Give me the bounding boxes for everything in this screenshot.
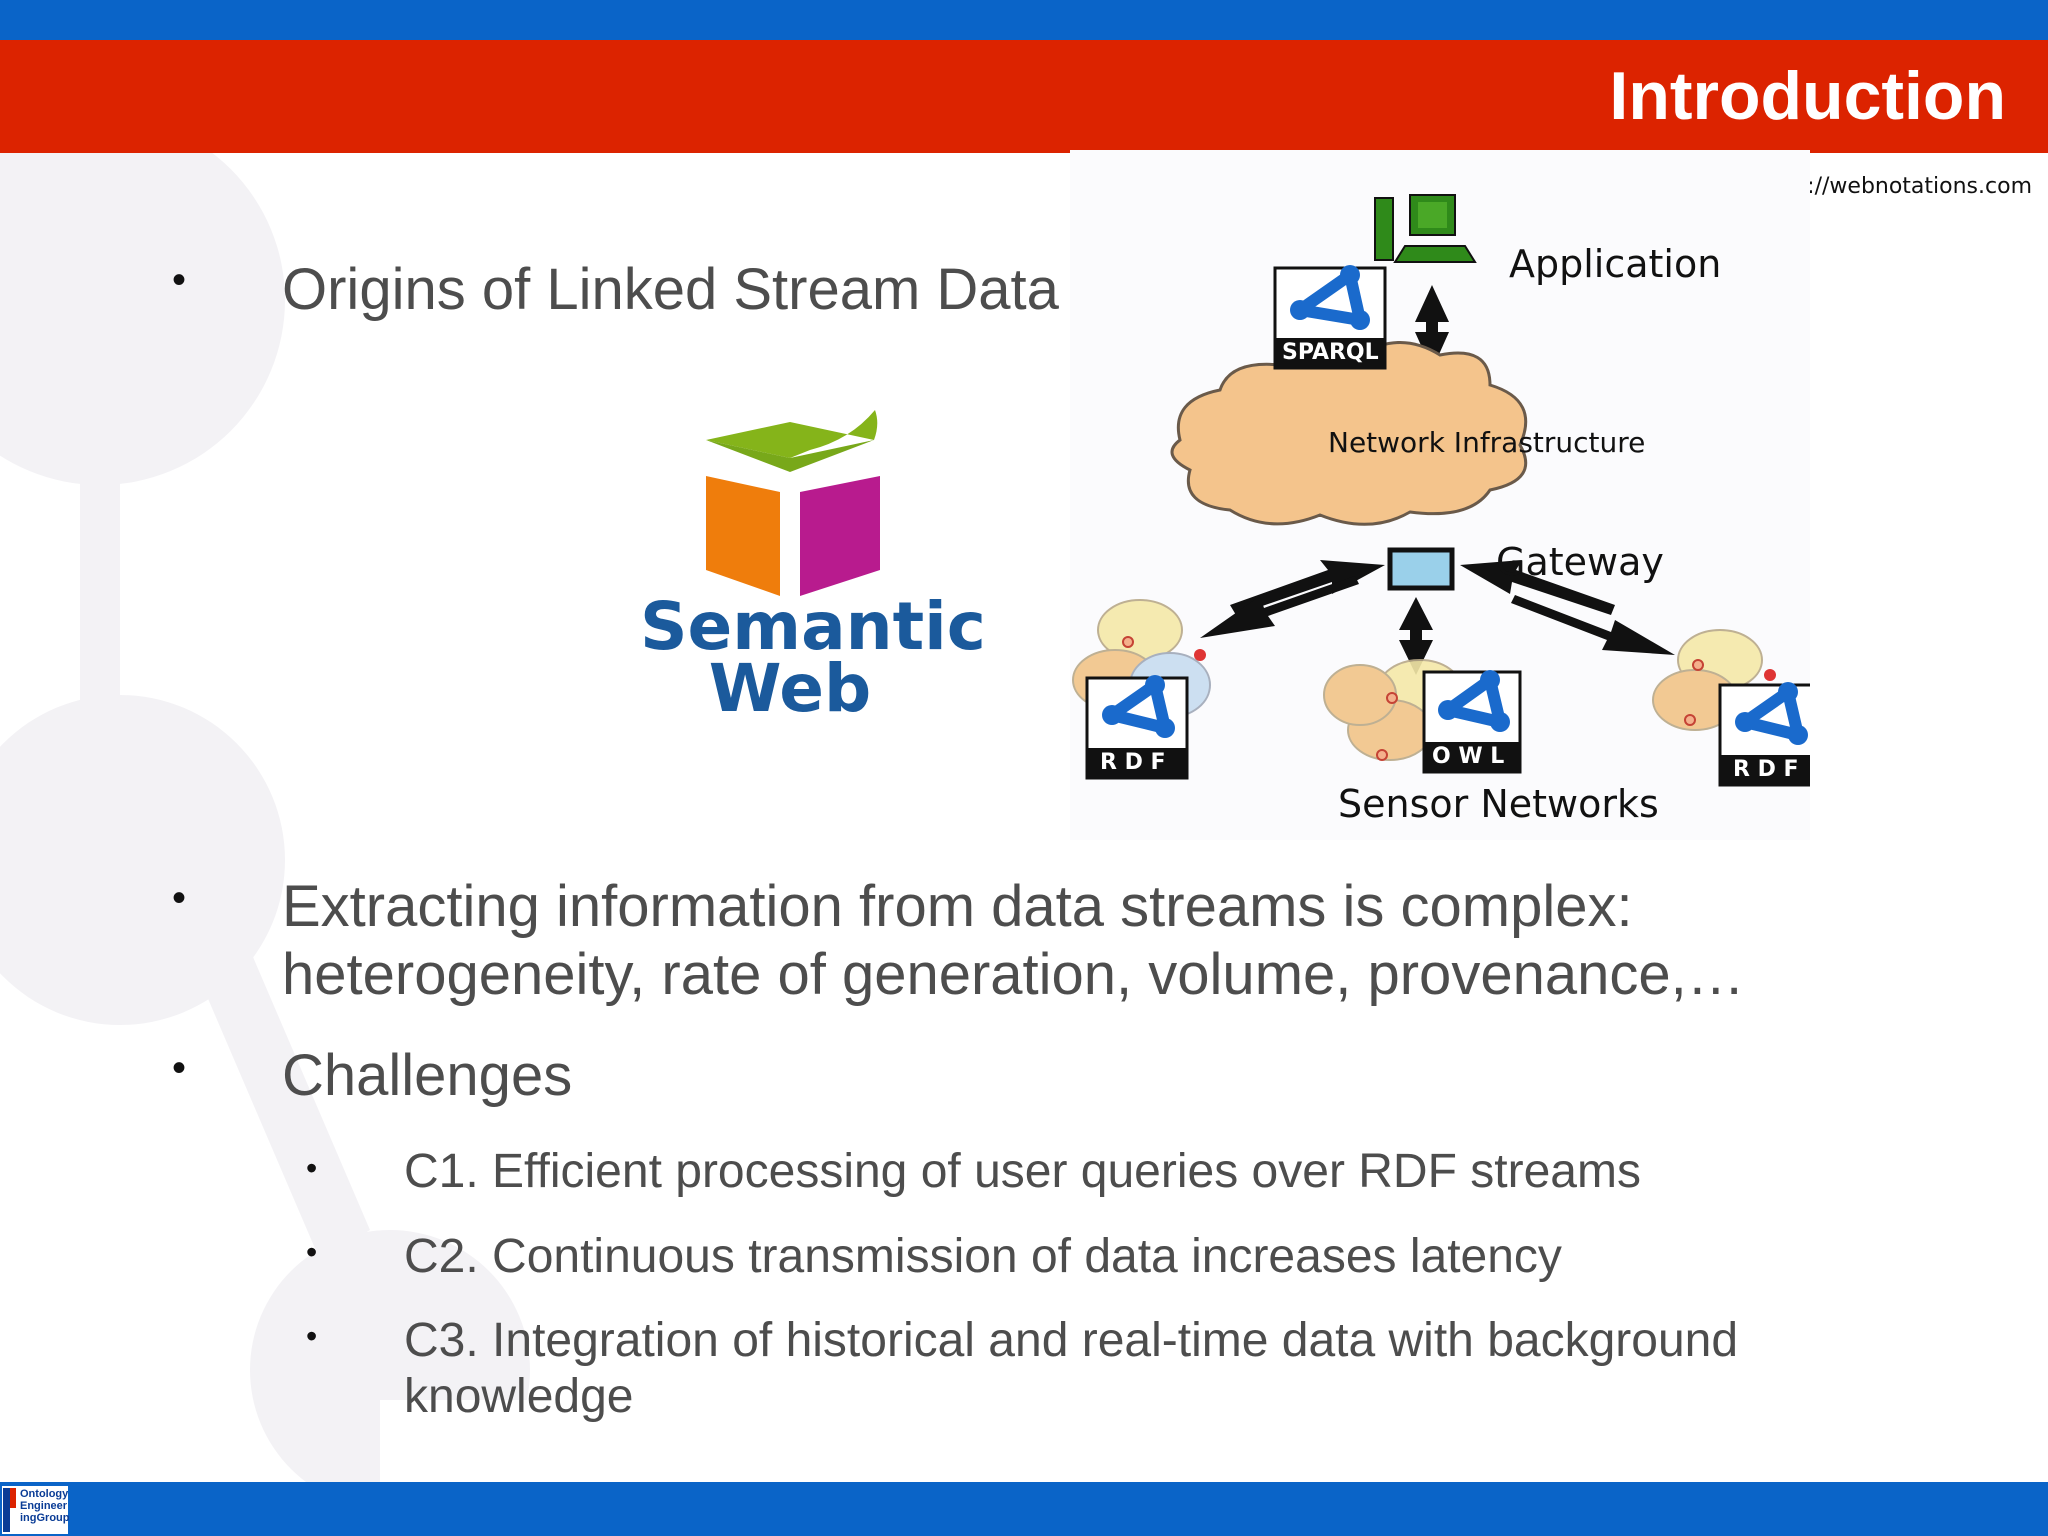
challenge-c2: C2. Continuous transmission of data incr… [404,1230,1562,1283]
bullet-dot: • [172,1046,187,1090]
sub-bullet-dot: • [306,1234,318,1270]
bullet-extracting: Extracting information from data streams… [282,873,1745,1009]
bullet-dot: • [172,258,187,302]
semantic-web-cube-icon [706,410,880,596]
diagram-label-network: Network Infrastructure [1328,426,1646,459]
semantic-web-logo-text: Semantic Web [640,588,986,727]
linked-stream-diagram: Application Network Infrastructure Gatew… [1070,150,1810,840]
diagram-label-sensor-networks: Sensor Networks [1338,782,1659,826]
sparql-logo-label: SPARQL [1282,340,1379,365]
header-bar [0,40,2048,153]
top-blue-bar [0,0,2048,40]
computer-icon [1374,194,1477,263]
oeg-logo-mark-icon [3,1488,16,1532]
oeg-logo-text: Ontology Engineer ingGroup [20,1488,70,1524]
challenge-c3-line2: knowledge [404,1370,634,1423]
bullet-dot: • [172,876,187,920]
bullet-challenges: Challenges [282,1043,573,1108]
oeg-logo-line3: ingGroup [20,1512,70,1524]
challenge-c3-line1: C3. Integration of historical and real-t… [404,1314,1739,1367]
oeg-logo-line2: Engineer [20,1500,68,1512]
rdf-logo-left-icon [1085,675,1189,780]
diagram-graphics [1072,194,1810,787]
challenge-c3: C3. Integration of historical and real-t… [404,1313,1738,1425]
bullet-extracting-line2: heterogeneity, rate of generation, volum… [282,942,1745,1007]
footer-bar [0,1482,2048,1536]
sensor-cluster-right [1652,629,1776,731]
sub-bullet-dot: • [306,1150,318,1186]
semantic-web-line2: Web [708,650,872,727]
owl-logo-icon [1422,670,1522,774]
diagram-label-gateway: Gateway [1496,540,1664,584]
bullet-origins: Origins of Linked Stream Data [282,257,1059,322]
oeg-logo [2,1486,68,1534]
semantic-web-line1: Semantic [640,588,986,665]
sparql-logo-icon [1273,265,1387,370]
rdf-logo-right-icon [1718,682,1810,787]
slide-title: Introduction [1609,58,2006,134]
bullet-extracting-line1: Extracting information from data streams… [282,874,1633,939]
diagram-label-application: Application [1509,242,1722,286]
challenge-c1: C1. Efficient processing of user queries… [404,1145,1641,1198]
oeg-logo-line1: Ontology [20,1488,69,1500]
rdf-logo-right-label: R D F [1733,757,1799,782]
sub-bullet-dot: • [306,1318,318,1354]
rdf-logo-left-label: R D F [1100,750,1166,775]
owl-logo-label: O W L [1432,744,1505,769]
